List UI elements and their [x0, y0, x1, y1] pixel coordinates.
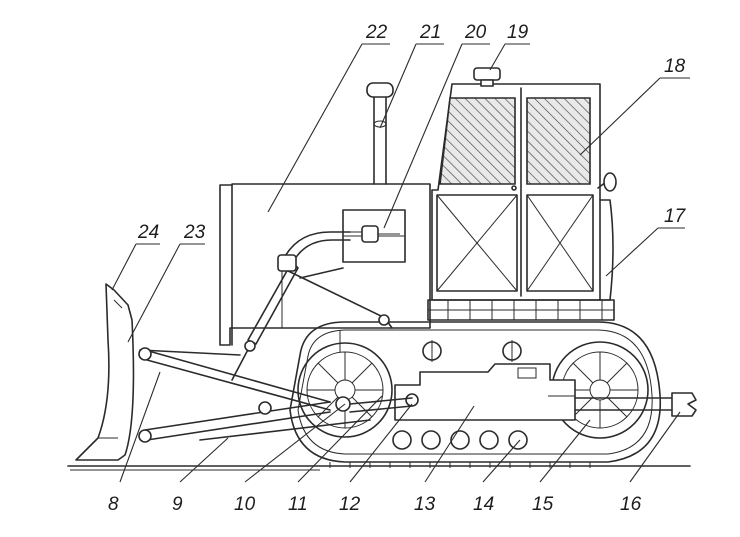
- label-16: 16: [620, 494, 642, 515]
- label-8: 8: [108, 494, 119, 515]
- label-17: 17: [664, 206, 687, 227]
- push-frame: [139, 349, 419, 441]
- label-18: 18: [664, 56, 686, 77]
- label-10: 10: [234, 494, 256, 515]
- label-21: 21: [419, 22, 441, 43]
- track-assembly: [289, 321, 662, 468]
- label-20: 20: [464, 22, 487, 43]
- label-9: 9: [172, 494, 183, 515]
- rear-hitch: [548, 392, 697, 417]
- part-labels: 8 9 10 11 12 13 14 15 16 17 18 19 20 21 …: [108, 22, 687, 515]
- label-23: 23: [183, 222, 206, 243]
- label-13: 13: [414, 494, 436, 515]
- label-14: 14: [473, 494, 494, 515]
- label-15: 15: [532, 494, 554, 515]
- label-12: 12: [339, 494, 361, 515]
- label-11: 11: [288, 494, 308, 515]
- engine-hood: [219, 82, 431, 352]
- lift-cylinder: [231, 254, 299, 381]
- label-19: 19: [507, 22, 529, 43]
- ground: [67, 465, 691, 471]
- dozer-blade: [75, 283, 152, 461]
- leader-lines: [111, 43, 690, 483]
- label-24: 24: [137, 222, 159, 243]
- label-22: 22: [365, 22, 388, 43]
- operator-cab: [427, 67, 617, 321]
